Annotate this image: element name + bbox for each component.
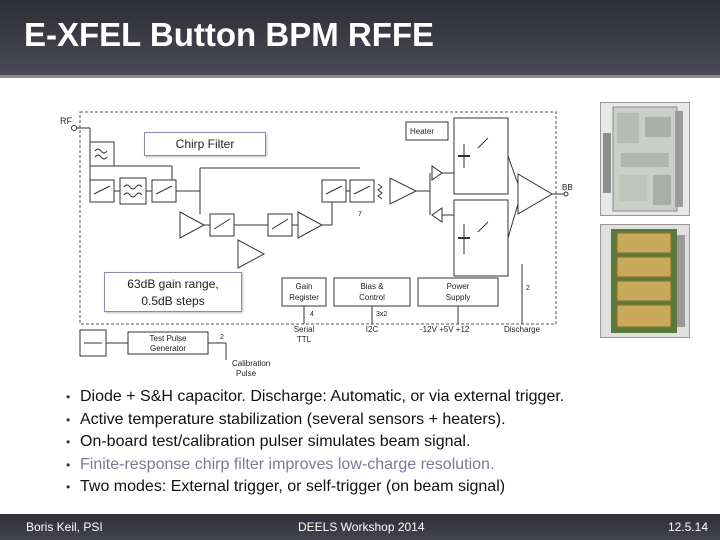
bullet-item: Active temperature stabilization (severa… xyxy=(66,409,706,432)
switch-4-icon xyxy=(271,218,289,230)
footer-event: DEELS Workshop 2014 xyxy=(298,520,425,534)
bb-output-connector-icon xyxy=(563,191,569,197)
bus-width-4: 4 xyxy=(310,311,314,318)
board-photo-shielded-side xyxy=(600,224,690,338)
bus-width-2b: 2 xyxy=(526,285,530,292)
discharge-label: Discharge xyxy=(504,325,541,334)
test-pulse-label-2: Generator xyxy=(150,344,186,353)
bus-width-3x2: 3x2 xyxy=(376,311,387,318)
attenuator-icon xyxy=(377,183,383,200)
diode-lower-icon xyxy=(431,207,443,223)
bias-control-label-1: Bias & xyxy=(360,282,384,291)
power-supply-label-1: Power xyxy=(447,282,470,291)
switch-6-block xyxy=(349,179,375,203)
test-pulse-label-1: Test Pulse xyxy=(150,334,187,343)
power-supply-label-2: Supply xyxy=(446,293,470,302)
block-diagram-svg: RF xyxy=(60,111,573,378)
output-amplifier xyxy=(517,173,553,215)
chirp-filter-icon xyxy=(123,184,143,190)
switch-2-block xyxy=(151,179,177,203)
bullet-list: Diode + S&H capacitor. Discharge: Automa… xyxy=(66,386,706,499)
chirp-filter-callout: Chirp Filter xyxy=(144,132,266,156)
gain-range-callout: 63dB gain range, 0.5dB steps xyxy=(104,272,242,312)
board-photo-shielded-side-image xyxy=(601,225,689,337)
discharge-switch-lower-icon xyxy=(477,221,489,233)
bb-output-label: BB xyxy=(562,183,573,192)
amplifier-4 xyxy=(389,177,418,205)
footer-date: 12.5.14 xyxy=(667,520,708,534)
calibration-pulse-label-1: Calibration xyxy=(232,359,270,368)
board-outline xyxy=(79,111,557,325)
switch-1-block xyxy=(89,179,115,203)
board-photo-component-side-image xyxy=(601,103,689,215)
gain-range-callout-line-2: 0.5dB steps xyxy=(141,294,205,308)
bullet-item: On-board test/calibration pulser simulat… xyxy=(66,431,706,454)
lowpass-filter-icon xyxy=(94,148,108,154)
amplifier-3 xyxy=(297,211,324,239)
chirp-filter-block xyxy=(119,177,147,205)
switch-6-icon xyxy=(353,185,371,195)
switch-4-block xyxy=(267,213,293,237)
rf-input-label: RF xyxy=(60,116,72,126)
gain-register-label-1: Gain xyxy=(296,282,313,291)
rffe-block-diagram: RF xyxy=(60,104,580,380)
bias-control-block xyxy=(333,277,411,307)
bus-width-2a: 2 xyxy=(220,334,224,341)
footer-bar: Boris Keil, PSI DEELS Workshop 2014 12.5… xyxy=(0,514,720,540)
title-bar: E-XFEL Button BPM RFFE xyxy=(0,0,720,78)
switch-3-icon xyxy=(213,218,231,230)
heater-block xyxy=(405,121,449,141)
bias-control-label-2: Control xyxy=(359,293,385,302)
gain-register-block xyxy=(281,277,327,307)
i2c-label: I2C xyxy=(366,325,379,334)
serial-ttl-label-1: Serial xyxy=(294,325,315,334)
power-rails-label: -12V +5V +12 xyxy=(420,325,470,334)
lowpass-filter-block xyxy=(89,141,115,167)
switch-3-block xyxy=(209,213,235,237)
slide-title: E-XFEL Button BPM RFFE xyxy=(24,16,435,53)
bullet-item: Two modes: External trigger, or self-tri… xyxy=(66,476,706,499)
amplifier-2 xyxy=(237,239,266,269)
discharge-switch-upper-icon xyxy=(477,137,489,149)
switch-5-block xyxy=(321,179,347,203)
bus-width-7: 7 xyxy=(358,211,362,218)
board-photo-component-side xyxy=(600,102,690,216)
bullet-item: Diode + S&H capacitor. Discharge: Automa… xyxy=(66,386,706,409)
amplifier-1 xyxy=(179,211,206,239)
heater-label: Heater xyxy=(410,127,434,136)
calibration-pulse-label-2: Pulse xyxy=(236,369,257,378)
switch-5-icon xyxy=(325,185,343,195)
diode-upper-icon xyxy=(431,165,443,181)
serial-ttl-label-2: TTL xyxy=(297,335,312,344)
gain-range-callout-line-1: 63dB gain range, xyxy=(127,277,219,291)
gain-register-label-2: Register xyxy=(289,293,319,302)
rf-connector-icon xyxy=(71,125,77,131)
bullet-item: Finite-response chirp filter improves lo… xyxy=(66,454,706,477)
footer-author: Boris Keil, PSI xyxy=(26,520,103,534)
switch-2-icon xyxy=(155,185,173,195)
switch-1-icon xyxy=(93,185,111,195)
